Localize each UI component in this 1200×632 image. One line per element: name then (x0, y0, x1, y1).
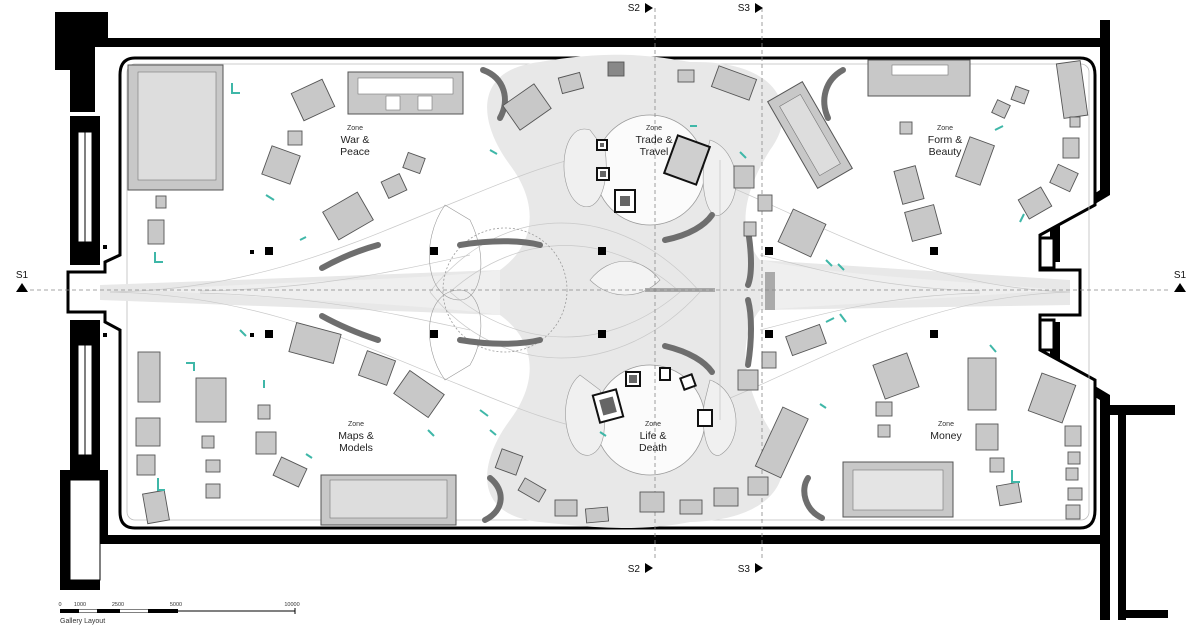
scale-bar: 0 1000 2500 5000 10000 Gallery Layout (58, 602, 299, 625)
svg-text:Zone: Zone (937, 125, 953, 132)
svg-text:Beauty: Beauty (929, 146, 962, 158)
section-marker-s3-bottom: S3 (738, 563, 763, 575)
structural-columns (96, 245, 938, 338)
scale-tick-0: 0 (58, 602, 61, 608)
scale-tick-2500: 2500 (112, 602, 124, 608)
section-marker-s2-top: S2 (628, 3, 653, 14)
svg-text:Zone: Zone (348, 421, 364, 428)
svg-text:Form &: Form & (928, 134, 962, 146)
zone-war-peace: Zone War & Peace (340, 125, 370, 158)
svg-text:S2: S2 (628, 3, 641, 14)
accent-seating (154, 83, 1025, 491)
svg-text:S1: S1 (1174, 270, 1187, 281)
svg-text:Travel: Travel (640, 146, 669, 158)
svg-text:War &: War & (341, 134, 370, 146)
section-markers: S1 S1 S2 S3 S2 S3 (16, 3, 1187, 575)
scale-tick-1000: 1000 (74, 602, 86, 608)
large-display-cases (127, 59, 971, 526)
scale-title: Gallery Layout (60, 618, 105, 625)
zone-money: Zone Money (930, 421, 962, 442)
section-lines (30, 8, 1170, 560)
showcase-inner-marks (599, 143, 637, 416)
svg-text:Peace: Peace (340, 146, 370, 158)
section-marker-s2-bottom: S2 (628, 563, 653, 575)
svg-text:Trade &: Trade & (636, 134, 673, 146)
section-marker-s1-left: S1 (16, 270, 29, 292)
zone-labels: Zone War & Peace Zone Trade & Travel Zon… (338, 125, 962, 454)
svg-text:Zone: Zone (646, 125, 662, 132)
svg-text:S3: S3 (738, 3, 751, 14)
zone-life-death: Zone Life & Death (639, 421, 667, 454)
svg-text:Models: Models (339, 442, 373, 454)
svg-text:S3: S3 (738, 564, 751, 575)
svg-text:Life &: Life & (640, 430, 667, 442)
svg-text:Zone: Zone (938, 421, 954, 428)
svg-text:S2: S2 (628, 564, 641, 575)
svg-text:Zone: Zone (347, 125, 363, 132)
svg-text:Maps &: Maps & (338, 430, 374, 442)
zone-form-beauty: Zone Form & Beauty (928, 125, 962, 158)
scale-tick-5000: 5000 (170, 602, 182, 608)
svg-text:Death: Death (639, 442, 667, 454)
section-marker-s1-right: S1 (1174, 270, 1187, 292)
display-cases (135, 60, 1089, 525)
svg-text:Zone: Zone (645, 421, 661, 428)
zone-maps-models: Zone Maps & Models (338, 421, 374, 454)
svg-text:S1: S1 (16, 270, 29, 281)
scale-tick-10000: 10000 (284, 602, 299, 608)
section-marker-s3-top: S3 (738, 3, 763, 14)
zone-trade-travel: Zone Trade & Travel (636, 125, 673, 158)
svg-text:Money: Money (930, 430, 962, 442)
